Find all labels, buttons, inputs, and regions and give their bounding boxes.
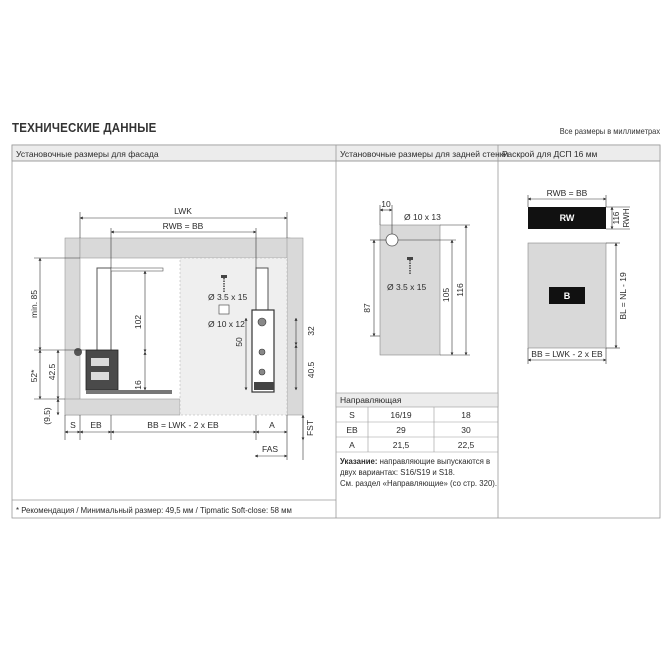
front-drawing [64, 237, 304, 416]
dim-52: 52* [29, 369, 39, 382]
note-text-3: См. раздел «Направляющие» (со стр. 320). [340, 479, 497, 488]
dim-40-5: 40.5 [306, 361, 316, 378]
table-cell: EB [346, 425, 358, 435]
screw-icon [407, 257, 413, 275]
dim-116-cut: 116 [612, 211, 621, 224]
cut-drawing [527, 207, 607, 349]
dim-42-5: 42.5 [47, 363, 57, 380]
dim-rwb-bb: RWB = BB [163, 221, 204, 231]
table-cell: 29 [396, 425, 406, 435]
table-header-1619: 16/19 [390, 410, 412, 420]
dim-fst: FST [305, 420, 315, 436]
panel-frame [11, 144, 661, 519]
dim-32: 32 [306, 326, 316, 336]
b-label: B [564, 291, 571, 301]
guide-table: Направляющая S 16/19 18 EB 29 30 A 21,5 … [335, 392, 499, 453]
table-header-18: 18 [461, 410, 471, 420]
footnote: * Рекомендация / Минимальный размер: 49,… [16, 506, 292, 515]
dim-a: A [269, 420, 275, 430]
dim-10: 10 [381, 199, 391, 209]
guide-notes: Указание: направляющие выпускаются в дву… [340, 457, 497, 488]
cut-panel-title: Раскрой для ДСП 16 мм [502, 149, 598, 159]
table-cell: A [349, 440, 355, 450]
table-cell: 21,5 [393, 440, 410, 450]
front-labels: LWK RWB = BB Ø 3.5 x 15 Ø 10 x 12 102 16… [29, 206, 316, 454]
back-panel-title: Установочные размеры для задней стенки [340, 149, 509, 159]
dim-s: S [70, 420, 76, 430]
units-note: Все размеры в миллиметрах [559, 126, 660, 136]
dim-bb-formula-cut: BB = LWK - 2 x EB [531, 349, 603, 359]
dim-87: 87 [362, 303, 372, 313]
dim-screw-back: Ø 3.5 x 15 [387, 282, 426, 292]
dim-16: 16 [133, 380, 143, 390]
dim-eb: EB [90, 420, 102, 430]
table-cell: 30 [461, 425, 471, 435]
screw-icon [221, 275, 227, 292]
dim-9-5: (9.5) [42, 407, 52, 425]
dim-lwk: LWK [174, 206, 192, 216]
dim-dowel: Ø 10 x 12 [208, 319, 245, 329]
note-text-2: двух вариантах: S16/S19 и S18. [340, 468, 455, 477]
rw-label: RW [560, 213, 575, 223]
back-labels: 10 Ø 10 x 13 Ø 3.5 x 15 87 105 116 [362, 199, 465, 313]
guide-table-title: Направляющая [340, 395, 402, 405]
back-dimensions [370, 205, 470, 356]
table-header-s: S [349, 410, 355, 420]
note-text-1: направляющие выпускаются в [377, 457, 490, 466]
dim-bb-formula: BB = LWK - 2 x EB [147, 420, 219, 430]
dim-rwh: RWH [622, 208, 631, 227]
dim-116: 116 [455, 283, 465, 297]
dim-102: 102 [133, 315, 143, 329]
dim-fas: FAS [262, 444, 278, 454]
dim-105: 105 [441, 288, 451, 302]
back-drawing [379, 224, 441, 356]
svg-text:Указание: направляющие выпуска: Указание: направляющие выпускаются в [340, 457, 490, 466]
dim-min85: min. 85 [29, 290, 39, 318]
cut-labels: RWB = BB RW 116 RWH B BL = NL - 19 BB = … [531, 188, 631, 359]
note-lead: Указание: [340, 457, 377, 466]
table-cell: 22,5 [458, 440, 475, 450]
dim-bl: BL = NL - 19 [618, 272, 628, 320]
front-dimensions [34, 212, 305, 460]
dowel-icon [218, 304, 230, 315]
page-title: ТЕХНИЧЕСКИЕ ДАННЫЕ [12, 121, 157, 135]
dim-rwb-bb-cut: RWB = BB [547, 188, 588, 198]
cut-dimensions [527, 195, 630, 364]
dim-screw: Ø 3.5 x 15 [208, 292, 247, 302]
dim-hole: Ø 10 x 13 [404, 212, 441, 222]
dim-50: 50 [234, 337, 244, 347]
front-panel-title: Установочные размеры для фасада [16, 149, 159, 159]
